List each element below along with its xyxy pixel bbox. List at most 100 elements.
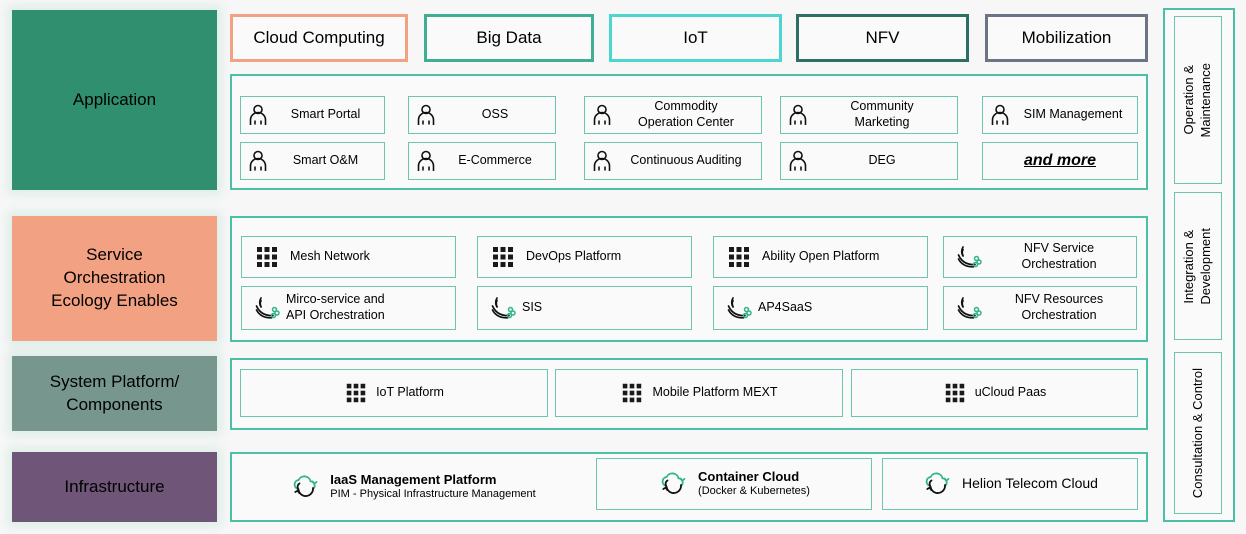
side-rail-label: Consultation & Control [1189, 367, 1205, 499]
person-icon [249, 150, 267, 171]
service-item-label: Ability Open Platform [762, 249, 880, 264]
service-item-sis[interactable]: SIS [477, 286, 692, 330]
application-item-deg[interactable]: DEG [780, 142, 958, 180]
application-item-smart-portal[interactable]: Smart Portal [240, 96, 385, 134]
orchestration-icon [255, 297, 280, 319]
layer-label-service-text: Service Orchestration Ecology Enables [51, 245, 178, 310]
category-chip-label: IoT [683, 28, 708, 47]
side-rail-operation-maintenance[interactable]: Operation & Maintenance [1174, 16, 1222, 184]
cloud-refresh-icon [293, 475, 318, 497]
system-item-label: uCloud Paas [974, 385, 1047, 400]
application-item-label: Community Marketing [850, 99, 914, 129]
infrastructure-item-iaas-management-platform[interactable]: IaaS Management Platform PIM - Physical … [236, 458, 590, 516]
person-icon [417, 104, 435, 125]
service-item-label: Mirco-service and API Orchestration [286, 292, 385, 322]
application-item-label: E-Commerce [458, 153, 532, 168]
side-rail-label: Integration & Development [1181, 227, 1213, 305]
service-item-label: NFV Service Orchestration [1021, 241, 1097, 271]
infrastructure-item-text: Helion Telecom Cloud [962, 475, 1098, 493]
infrastructure-item-title: Helion Telecom Cloud [962, 475, 1098, 492]
grid-dots-icon [623, 383, 642, 403]
category-chip-label: Mobilization [1021, 28, 1112, 47]
cloud-refresh-icon [661, 472, 686, 494]
service-item-label: SIS [522, 300, 543, 315]
layer-label-infrastructure-text: Infrastructure [64, 476, 165, 496]
grid-dots-icon [945, 383, 964, 403]
person-icon [249, 104, 267, 125]
side-rail-consultation-control[interactable]: Consultation & Control [1174, 352, 1222, 514]
layer-label-infrastructure: Infrastructure [12, 452, 217, 522]
category-chip-cloud-computing[interactable]: Cloud Computing [230, 14, 408, 62]
system-item-iot-platform[interactable]: IoT Platform [240, 369, 548, 417]
service-item-nfv-resources-orchestration[interactable]: NFV Resources Orchestration [943, 286, 1137, 330]
person-icon [789, 104, 807, 125]
orchestration-icon [491, 297, 516, 319]
application-item-label: Commodity Operation Center [638, 99, 734, 129]
orchestration-icon [727, 297, 752, 319]
application-item-smart-om[interactable]: Smart O&M [240, 142, 385, 180]
application-item-label: Smart Portal [290, 107, 361, 122]
service-item-ability-open-platform[interactable]: Ability Open Platform [713, 236, 928, 278]
application-item-e-commerce[interactable]: E-Commerce [408, 142, 556, 180]
system-item-label: IoT Platform [376, 385, 444, 400]
layer-label-system-text: System Platform/ Components [49, 371, 180, 414]
orchestration-icon [957, 246, 982, 268]
grid-dots-icon [729, 247, 749, 267]
layer-label-application-text: Application [72, 89, 157, 109]
side-rail-integration-development[interactable]: Integration & Development [1174, 192, 1222, 340]
category-chip-label: NFV [865, 28, 900, 47]
category-chip-label: Big Data [476, 28, 542, 47]
service-item-mesh-network[interactable]: Mesh Network [241, 236, 456, 278]
system-item-label: Mobile Platform MEXT [652, 385, 778, 400]
side-rail-label: Operation & Maintenance [1181, 62, 1213, 138]
application-item-label: Smart O&M [292, 153, 359, 168]
person-icon [593, 104, 611, 125]
application-item-oss[interactable]: OSS [408, 96, 556, 134]
layer-label-application: Application [12, 10, 217, 190]
system-item-mobile-platform-mext[interactable]: Mobile Platform MEXT [555, 369, 843, 417]
person-icon [593, 150, 611, 171]
person-icon [417, 150, 435, 171]
service-item-devops-platform[interactable]: DevOps Platform [477, 236, 692, 278]
infrastructure-item-title: IaaS Management Platform [330, 472, 497, 487]
grid-dots-icon [493, 247, 513, 267]
category-chip-iot[interactable]: IoT [609, 14, 782, 62]
application-item-sim-management[interactable]: SIM Management [982, 96, 1138, 134]
service-item-label: Mesh Network [290, 249, 370, 264]
application-item-label: Continuous Auditing [630, 153, 742, 168]
person-icon [991, 104, 1009, 125]
service-item-label: NFV Resources Orchestration [1014, 292, 1104, 322]
grid-dots-icon [346, 383, 366, 403]
application-item-label: OSS [481, 107, 509, 122]
system-item-ucloud-paas[interactable]: uCloud Paas [851, 369, 1138, 417]
cloud-refresh-icon [925, 472, 950, 494]
service-item-microservice-api-orchestration[interactable]: Mirco-service and API Orchestration [241, 286, 456, 330]
infrastructure-item-subtitle: PIM - Physical Infrastructure Management [330, 488, 536, 501]
category-chip-mobilization[interactable]: Mobilization [985, 14, 1148, 62]
service-item-label: AP4SaaS [758, 300, 813, 315]
application-item-commodity-operation-center[interactable]: Commodity Operation Center [584, 96, 762, 134]
infrastructure-item-container-cloud[interactable]: Container Cloud (Docker & Kubernetes) [596, 458, 872, 510]
grid-dots-icon [257, 247, 277, 267]
service-item-ap4saas[interactable]: AP4SaaS [713, 286, 928, 330]
service-item-label: DevOps Platform [526, 249, 622, 264]
category-chip-label: Cloud Computing [253, 28, 385, 47]
infrastructure-item-subtitle: (Docker & Kubernetes) [698, 485, 810, 498]
application-item-community-marketing[interactable]: Community Marketing [780, 96, 958, 134]
infrastructure-item-title: Container Cloud [698, 469, 800, 484]
application-item-label: and more [1023, 152, 1096, 169]
infrastructure-item-helion-telecom-cloud[interactable]: Helion Telecom Cloud [882, 458, 1138, 510]
application-item-label: DEG [868, 153, 896, 168]
application-item-and-more[interactable]: and more [982, 142, 1138, 180]
layer-label-service: Service Orchestration Ecology Enables [12, 216, 217, 341]
infrastructure-item-text: Container Cloud (Docker & Kubernetes) [698, 469, 810, 499]
application-item-continuous-auditing[interactable]: Continuous Auditing [584, 142, 762, 180]
category-chip-nfv[interactable]: NFV [796, 14, 969, 62]
category-chip-big-data[interactable]: Big Data [424, 14, 594, 62]
person-icon [789, 150, 807, 171]
application-item-label: SIM Management [1023, 107, 1123, 122]
orchestration-icon [957, 297, 982, 319]
service-item-nfv-service-orchestration[interactable]: NFV Service Orchestration [943, 236, 1137, 278]
infrastructure-item-text: IaaS Management Platform PIM - Physical … [330, 472, 535, 502]
